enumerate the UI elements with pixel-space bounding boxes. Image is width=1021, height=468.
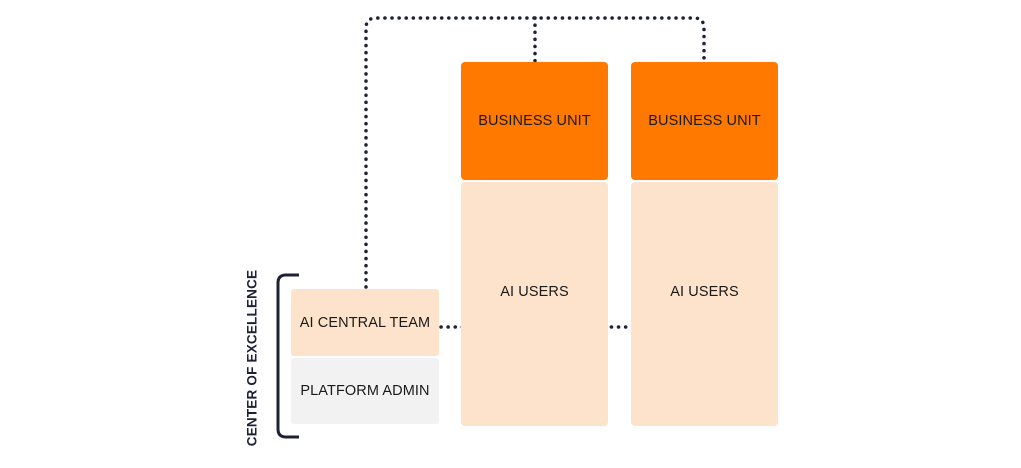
ai-users-box: AI USERS [631,182,778,426]
ai-users-label: AI USERS [670,284,739,300]
business-unit-label: BUSINESS UNIT [648,113,761,129]
ai-users-label: AI USERS [500,284,569,300]
business-unit-header: BUSINESS UNIT [461,62,608,180]
platform-admin-label: PLATFORM ADMIN [300,383,430,399]
center-of-excellence-label: CENTER OF EXCELLENCE [244,269,260,447]
business-unit-header: BUSINESS UNIT [631,62,778,180]
ai-central-team-label: AI CENTRAL TEAM [299,314,431,331]
ai-central-team-box: AI CENTRAL TEAM [291,289,439,356]
platform-admin-box: PLATFORM ADMIN [291,358,439,424]
business-unit-label: BUSINESS UNIT [478,113,591,129]
ai-users-box: AI USERS [461,182,608,426]
